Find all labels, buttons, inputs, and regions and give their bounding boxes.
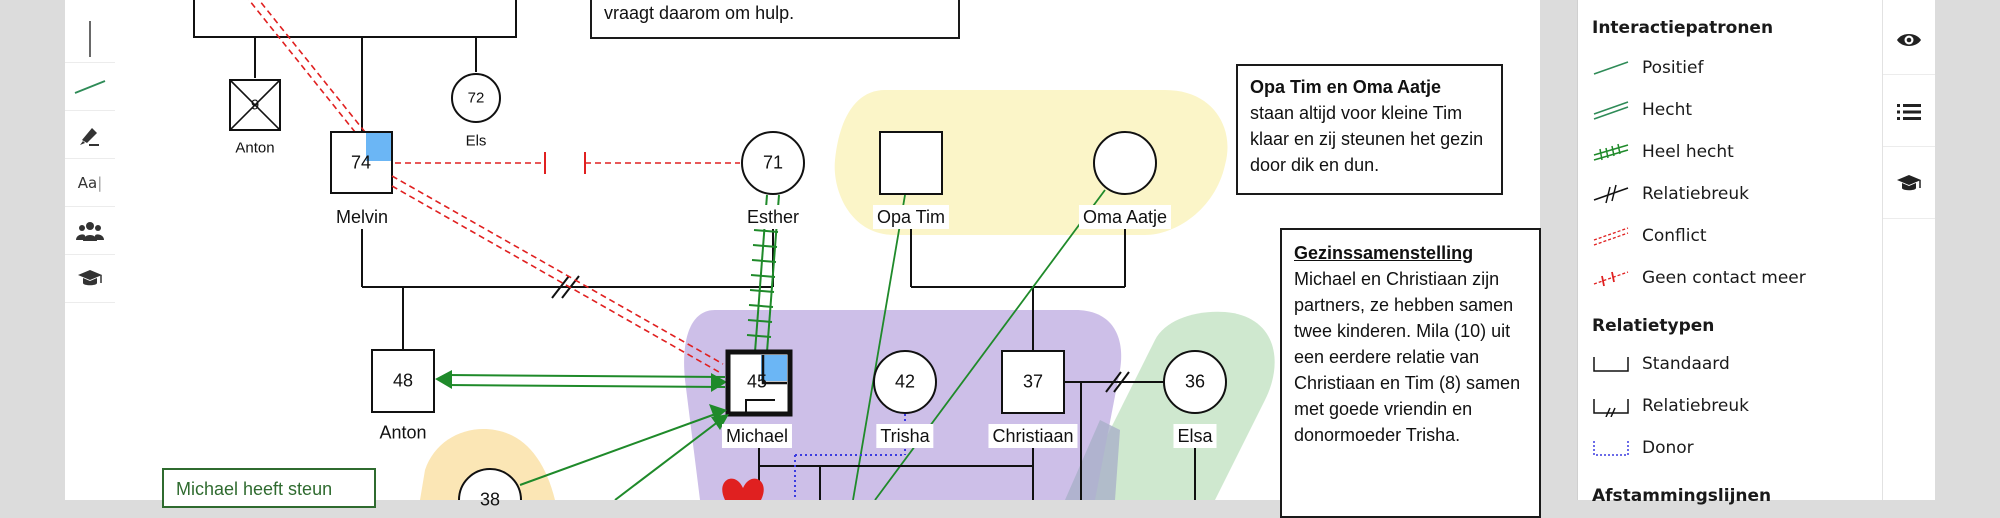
trisha-age: 42 (894, 371, 916, 392)
diagonal-line-tool-button[interactable] (65, 64, 115, 111)
positive-line-icon (1593, 61, 1629, 75)
visibility-button[interactable] (1883, 6, 1935, 75)
anton-age: 48 (392, 370, 414, 391)
top-note[interactable]: vraagt daarom om hulp. (590, 0, 960, 39)
genogram-drawing (193, 0, 1275, 500)
left-toolbar: Aa| (65, 0, 116, 500)
legend-item-rupture: Relatiebreuk (1592, 182, 1749, 206)
els-age: 72 (467, 89, 485, 107)
no-contact-line-icon (1593, 271, 1629, 287)
donor-relation-icon (1593, 441, 1629, 456)
legend-list-icon (1897, 104, 1921, 120)
yellow-grandparents-area (834, 90, 1228, 235)
legend-label: Geen contact meer (1642, 268, 1806, 288)
legend-item-no-contact: Geen contact meer (1592, 266, 1806, 290)
steun-note-text: Michael heeft steun (176, 479, 333, 499)
visibility-icon (1897, 34, 1921, 46)
opa-oma-note-title: Opa Tim en Oma Aatje (1250, 77, 1442, 97)
gezin-note-body: Michael en Christiaan zijn partners, ze … (1294, 269, 1521, 445)
very-close-line-icon (1593, 143, 1629, 161)
vertical-line-tool-icon (89, 21, 91, 57)
elsa-label[interactable]: Elsa (1173, 424, 1217, 448)
vertical-line-tool-button[interactable] (65, 16, 115, 63)
education-tool-button[interactable] (65, 256, 115, 303)
legend-item-relation-rupture: Relatiebreuk (1592, 394, 1749, 418)
peach-area (420, 429, 555, 500)
people-tool-button[interactable] (65, 208, 115, 255)
right-toolbar (1882, 0, 1935, 500)
legend-item-positive: Positief (1592, 56, 1703, 80)
elsa-age: 36 (1184, 371, 1206, 392)
top-note-text: vraagt daarom om hulp. (604, 3, 795, 23)
anton-child-age: 9 (250, 96, 260, 114)
diagonal-line-tool-icon (74, 80, 106, 94)
trisha-label[interactable]: Trisha (876, 424, 934, 448)
close-line-icon (1593, 101, 1629, 120)
michael-age: 45 (746, 371, 768, 392)
els-name: Els (465, 132, 487, 150)
melvin-age: 74 (350, 152, 372, 173)
legend-label: Relatiebreuk (1642, 184, 1749, 204)
education-icon (1897, 175, 1921, 191)
opa-tim-label[interactable]: Opa Tim (872, 205, 950, 229)
rupture-line-icon (1593, 184, 1629, 204)
conflict-line-icon (1593, 227, 1629, 246)
legend-label: Relatiebreuk (1642, 396, 1749, 416)
education-tool-icon (78, 270, 102, 286)
steun-note[interactable]: Michael heeft steun (162, 468, 376, 508)
legend-relation-title: Relatietypen (1592, 316, 1715, 336)
anton-child-name: Anton (235, 139, 275, 157)
legend-interaction-title: Interactiepatronen (1592, 18, 1774, 38)
legend-label: Conflict (1642, 226, 1707, 246)
people-tool-icon (76, 222, 104, 241)
anton-name: Anton (379, 422, 427, 443)
legend-label: Standaard (1642, 354, 1730, 374)
gezin-note[interactable]: Gezinssamenstelling Michael en Christiaa… (1280, 228, 1541, 518)
legend-descent-title: Afstammingslijnen (1592, 486, 1772, 506)
legend-item-conflict: Conflict (1592, 224, 1707, 248)
melvin-label[interactable]: Melvin (331, 205, 393, 229)
highlighter-tool-icon (80, 128, 99, 146)
legend-label: Hecht (1642, 100, 1693, 120)
legend-list-button[interactable] (1883, 78, 1935, 147)
highlighter-tool-button[interactable] (65, 112, 115, 159)
esther-age: 71 (762, 152, 784, 173)
legend-item-close: Hecht (1592, 98, 1692, 122)
education-button[interactable] (1883, 150, 1935, 219)
legend-item-very-close: Heel hecht (1592, 140, 1734, 164)
text-tool-button[interactable]: Aa| (65, 160, 115, 207)
legend-item-standard: Standaard (1592, 352, 1730, 376)
legend-label: Donor (1642, 438, 1694, 458)
legend-label: Heel hecht (1642, 142, 1734, 162)
oma-aatje-label[interactable]: Oma Aatje (1078, 205, 1172, 229)
esther-label[interactable]: Esther (742, 205, 804, 229)
legend-label: Positief (1642, 58, 1704, 78)
michael-label[interactable]: Michael (721, 424, 793, 448)
bottom-person-age: 38 (479, 489, 501, 510)
standard-relation-icon (1593, 357, 1629, 372)
text-tool-icon: Aa (77, 174, 98, 192)
gezin-note-title: Gezinssamenstelling (1294, 243, 1474, 263)
genogram-canvas[interactable]: 9 Anton 72 Els 74 Melvin 71 Esther Opa T… (115, 0, 1541, 518)
christiaan-label[interactable]: Christiaan (988, 424, 1078, 448)
christiaan-age: 37 (1022, 371, 1044, 392)
opa-oma-note[interactable]: Opa Tim en Oma Aatje staan altijd voor k… (1236, 64, 1503, 195)
opa-oma-note-body: staan altijd voor kleine Tim klaar en zi… (1250, 103, 1484, 175)
rupture-relation-icon (1593, 399, 1629, 417)
legend-item-donor: Donor (1592, 436, 1694, 460)
legend-panel: Interactiepatronen Positief Hecht Heel h… (1577, 0, 1883, 506)
slate-overlay (1065, 420, 1120, 500)
